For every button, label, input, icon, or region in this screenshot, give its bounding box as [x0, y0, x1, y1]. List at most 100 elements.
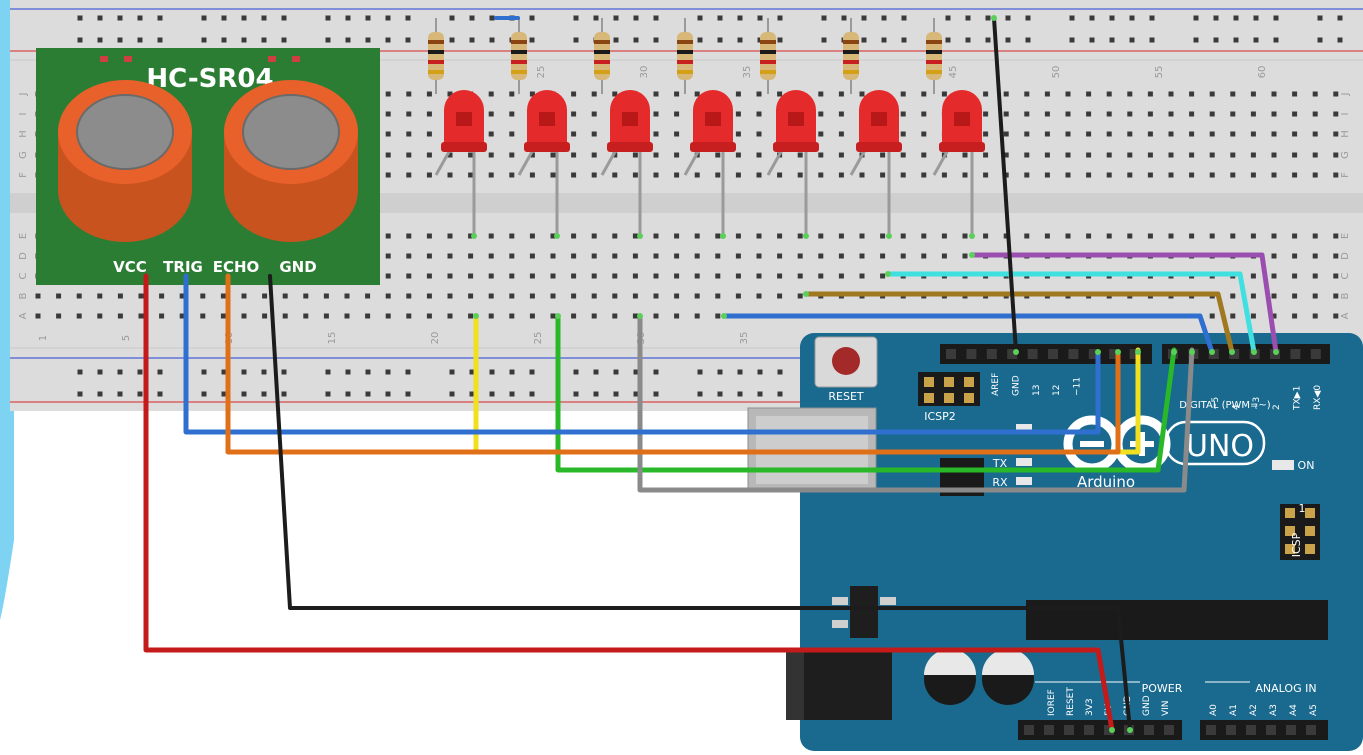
column-number: 15: [327, 332, 338, 345]
row-letter: E: [18, 233, 29, 239]
rail-hole: [117, 369, 123, 375]
rail-hole: [593, 369, 599, 375]
breadboard-hole: [880, 253, 886, 259]
rail-hole: [1213, 37, 1219, 43]
breadboard-hole: [838, 131, 844, 137]
breadboard-hole: [632, 172, 638, 178]
rail-hole: [385, 37, 391, 43]
breadboard-hole: [1312, 152, 1318, 158]
breadboard-hole: [900, 253, 906, 259]
connection-dot: [1189, 349, 1195, 355]
row-letter: H: [18, 130, 29, 138]
icsp-pin1-label: 1: [1299, 502, 1306, 515]
breadboard-hole: [941, 172, 947, 178]
breadboard-hole: [859, 91, 865, 97]
breadboard-hole: [426, 91, 432, 97]
rail-hole: [613, 369, 619, 375]
rail-hole: [1253, 37, 1259, 43]
breadboard-hole: [550, 233, 556, 239]
reset-button-cap[interactable]: [832, 347, 860, 375]
connection-dot: [991, 15, 997, 21]
rail-hole: [777, 369, 783, 375]
breadboard-hole: [674, 152, 680, 158]
on-label: ON: [1298, 459, 1315, 472]
rail-hole: [469, 369, 475, 375]
breadboard-hole: [838, 172, 844, 178]
header-pin-label: 4: [1231, 404, 1241, 410]
breadboard-hole: [838, 273, 844, 279]
led-leg: [683, 149, 701, 176]
breadboard-hole: [653, 172, 659, 178]
breadboard-hole: [262, 313, 268, 319]
resistor-band: [511, 70, 527, 74]
row-letter: E: [1340, 233, 1351, 239]
breadboard-hole: [1086, 233, 1092, 239]
led-red: [939, 90, 985, 152]
breadboard-hole: [406, 253, 412, 259]
rail-hole: [385, 369, 391, 375]
breadboard-hole: [756, 111, 762, 117]
icsp2-header: [918, 372, 980, 406]
breadboard-hole: [1024, 91, 1030, 97]
breadboard-hole: [1230, 313, 1236, 319]
rail-hole: [737, 15, 743, 21]
header-pin: [1048, 349, 1058, 359]
breadboard-hole: [900, 131, 906, 137]
resistor-band: [843, 60, 859, 64]
breadboard-hole: [1312, 313, 1318, 319]
column-number: 45: [948, 66, 959, 79]
led-array: [428, 18, 985, 239]
breadboard-hole: [983, 233, 989, 239]
resistor: [428, 32, 444, 80]
rail-hole: [345, 369, 351, 375]
breadboard-hole: [756, 273, 762, 279]
rail-hole: [77, 369, 83, 375]
rail-hole: [1149, 37, 1155, 43]
breadboard-hole: [447, 253, 453, 259]
breadboard-hole: [900, 111, 906, 117]
icsp-pin: [1305, 544, 1315, 554]
breadboard-hole: [509, 131, 515, 137]
resistor-band: [511, 40, 527, 44]
breadboard-column-numbers: 253035404550556015101520253035: [38, 66, 1268, 345]
breadboard-hole: [735, 152, 741, 158]
breadboard-hole: [694, 91, 700, 97]
wire-red-vcc: [143, 273, 1115, 733]
resistor: [926, 32, 942, 80]
breadboard-hole: [509, 233, 515, 239]
breadboard-hole: [1209, 172, 1215, 178]
breadboard-hole: [1292, 91, 1298, 97]
rail-hole: [573, 37, 579, 43]
breadboard-hole: [1189, 91, 1195, 97]
resistor-band: [926, 60, 942, 64]
breadboard-hole: [509, 172, 515, 178]
led-base: [607, 142, 653, 152]
regulator-pin: [880, 597, 896, 605]
rail-hole: [633, 369, 639, 375]
rail-hole: [449, 37, 455, 43]
breadboard-hole: [1003, 233, 1009, 239]
header-pin-label: RESET: [1066, 687, 1076, 716]
breadboard-hole: [756, 233, 762, 239]
breadboard-hole: [715, 172, 721, 178]
connection-dot: [720, 233, 726, 239]
rail-hole: [653, 37, 659, 43]
breadboard-hole: [1106, 152, 1112, 158]
analog-in-label: ANALOG IN: [1255, 682, 1316, 695]
breadboard-hole: [983, 91, 989, 97]
wire-end-dots: [473, 15, 1279, 733]
arduino-pcb: [800, 333, 1363, 751]
breadboard-hole: [282, 293, 288, 299]
breadboard-hole: [468, 253, 474, 259]
breadboard-hole: [1292, 172, 1298, 178]
wire-orange-echo: [225, 273, 1121, 455]
breadboard-hole: [1086, 111, 1092, 117]
breadboard-hole: [241, 313, 247, 319]
breadboard-hole: [1271, 172, 1277, 178]
header-pin: [1044, 725, 1054, 735]
header-pin: [1164, 725, 1174, 735]
resistor-band: [428, 40, 444, 44]
breadboard-hole: [509, 293, 515, 299]
header-pin: [1084, 725, 1094, 735]
rail-hole: [137, 15, 143, 21]
